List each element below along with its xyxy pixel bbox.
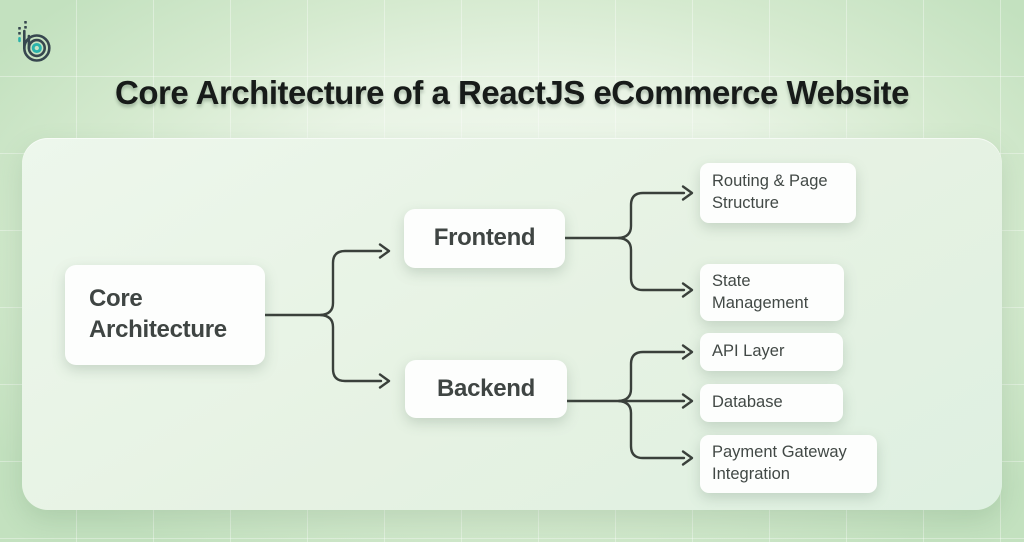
node-core-architecture-label: Core Architecture xyxy=(89,285,227,343)
node-database-label: Database xyxy=(712,393,783,412)
node-api-layer: API Layer xyxy=(700,333,843,371)
node-backend: Backend xyxy=(405,360,567,418)
node-frontend: Frontend xyxy=(404,209,565,268)
b-mark-logo-icon xyxy=(18,21,51,62)
node-state-management: State Management xyxy=(700,264,844,321)
node-api-layer-label: API Layer xyxy=(712,342,785,361)
node-routing-page-structure: Routing & Page Structure xyxy=(700,163,856,223)
node-backend-label: Backend xyxy=(437,374,535,402)
node-frontend-label: Frontend xyxy=(433,224,536,252)
node-core-architecture: Core Architecture xyxy=(65,265,265,365)
node-payment-gateway-integration: Payment Gateway Integration xyxy=(700,435,877,493)
page-title: Core Architecture of a ReactJS eCommerce… xyxy=(115,74,909,111)
node-payment-gateway-integration-label: Payment Gateway Integration xyxy=(712,443,847,483)
node-database: Database xyxy=(700,384,843,422)
node-routing-page-structure-label: Routing & Page Structure xyxy=(712,172,828,212)
node-state-management-label: State Management xyxy=(712,271,809,312)
